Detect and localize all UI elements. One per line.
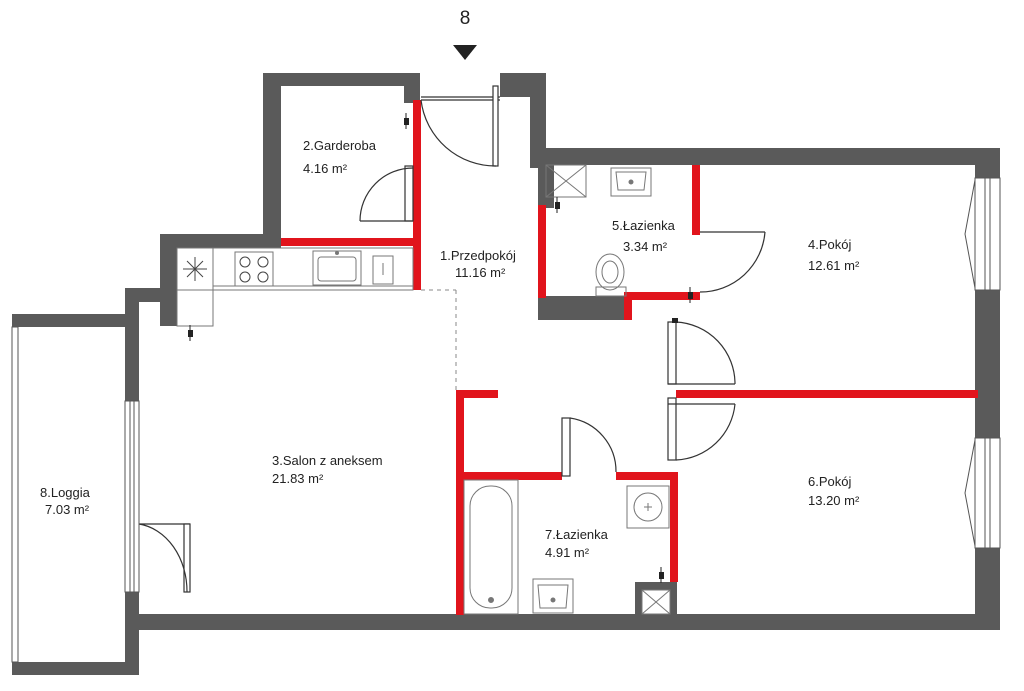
room-labels: 1.Przedpokój 11.16 m² 2.Garderoba 4.16 m… [40, 138, 860, 560]
valve-icon [672, 318, 678, 323]
outer-walls [12, 73, 1000, 675]
room-area-loggia: 7.03 m² [45, 502, 90, 517]
windows [11, 177, 1001, 663]
room-area-pokoj-4: 12.61 m² [808, 258, 860, 273]
room-area-garderoba: 4.16 m² [303, 161, 348, 176]
bathroom-7-fixtures [463, 479, 671, 615]
partition-wall [676, 390, 978, 398]
partition-wall [456, 390, 498, 398]
room-name-przedpokoj: 1.Przedpokój [440, 248, 516, 263]
bathroom-5-fixtures [545, 164, 652, 297]
room-area-lazienka-7: 4.91 m² [545, 545, 590, 560]
outer-wall [125, 326, 139, 401]
partition-wall [670, 472, 678, 582]
room-name-lazienka-5: 5.Łazienka [612, 218, 676, 233]
sink-icon [610, 167, 652, 197]
room-name-salon: 3.Salon z aneksem [272, 453, 383, 468]
room-area-lazienka-5: 3.34 m² [623, 239, 668, 254]
outer-wall [975, 290, 1000, 438]
outer-wall [530, 73, 546, 168]
window-room-6 [964, 437, 1001, 549]
washing-machine-icon [626, 485, 670, 529]
partition-wall [456, 472, 562, 480]
room-area-pokoj-6: 13.20 m² [808, 493, 860, 508]
valve-icon [555, 197, 560, 213]
partition-wall [692, 165, 700, 235]
room-name-lazienka-7: 7.Łazienka [545, 527, 609, 542]
room-area-przedpokoj: 11.16 m² [455, 265, 506, 280]
room-4-door [667, 321, 736, 385]
outer-wall [139, 614, 1000, 630]
room-name-pokoj-4: 4.Pokój [808, 237, 851, 252]
loggia-door [138, 523, 191, 593]
bathroom-5-door [699, 231, 766, 293]
room-name-pokoj-6: 6.Pokój [808, 474, 851, 489]
window-room-4 [964, 177, 1001, 291]
sink-icon [312, 250, 362, 286]
kitchen-opening [421, 289, 457, 390]
partition-wall [538, 205, 546, 298]
partition-wall [624, 296, 632, 320]
partition-wall [616, 472, 678, 480]
toilet-icon [595, 253, 627, 297]
loggia-left-edge [11, 326, 19, 663]
room-name-loggia: 8.Loggia [40, 485, 91, 500]
outer-wall [160, 234, 177, 326]
shower-tray-icon [545, 164, 587, 198]
room-area-salon: 21.83 m² [272, 471, 324, 486]
dishwasher-icon [372, 255, 394, 285]
partition-wall [624, 292, 700, 300]
room-name-garderoba: 2.Garderoba [303, 138, 377, 153]
fridge-base [176, 289, 214, 327]
valve-icon [188, 325, 193, 341]
bathroom-7-door [561, 417, 617, 477]
snowflake-icon [176, 247, 214, 291]
loggia-wall [12, 662, 139, 675]
room-6-door [667, 397, 736, 461]
partition-walls [281, 100, 978, 615]
unit-number: 8 [460, 8, 471, 29]
partition-wall [281, 238, 421, 246]
outer-wall [538, 296, 624, 320]
outer-wall [263, 73, 281, 248]
outer-wall [530, 148, 992, 165]
kitchen [176, 247, 414, 327]
valve-icon [404, 113, 409, 129]
partition-wall [413, 100, 421, 290]
loggia-wall [12, 314, 139, 327]
window-salon [124, 400, 140, 593]
valve-icon [688, 287, 693, 303]
cooktop-icon [234, 251, 274, 287]
garderoba-door [359, 165, 414, 222]
doors [138, 85, 766, 593]
valve-icon [659, 567, 664, 583]
outer-wall [263, 73, 420, 86]
valve-markers [188, 113, 693, 583]
outer-wall [160, 234, 281, 248]
entrance-arrow-icon [453, 45, 477, 60]
loggia-wall [125, 614, 139, 675]
outer-wall [404, 73, 420, 103]
shower-tray-icon [641, 589, 671, 615]
bathtub-icon [463, 479, 519, 615]
sink-icon [532, 578, 574, 614]
entrance-door [420, 85, 500, 167]
partition-wall [456, 390, 464, 615]
outer-wall [975, 148, 1000, 178]
